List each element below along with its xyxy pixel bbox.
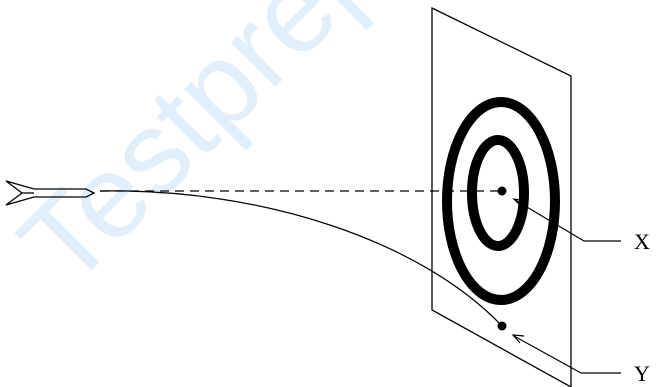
label-y: Y	[634, 361, 650, 386]
label-x: X	[634, 229, 650, 254]
watermark-logo: Testprep	[0, 0, 408, 310]
target-icon	[447, 102, 555, 300]
outer-ring	[447, 102, 555, 300]
point-y-pointer	[513, 335, 621, 373]
point-x-pointer	[514, 199, 621, 241]
point-y-dot	[498, 322, 507, 331]
point-x-dot	[498, 187, 507, 196]
